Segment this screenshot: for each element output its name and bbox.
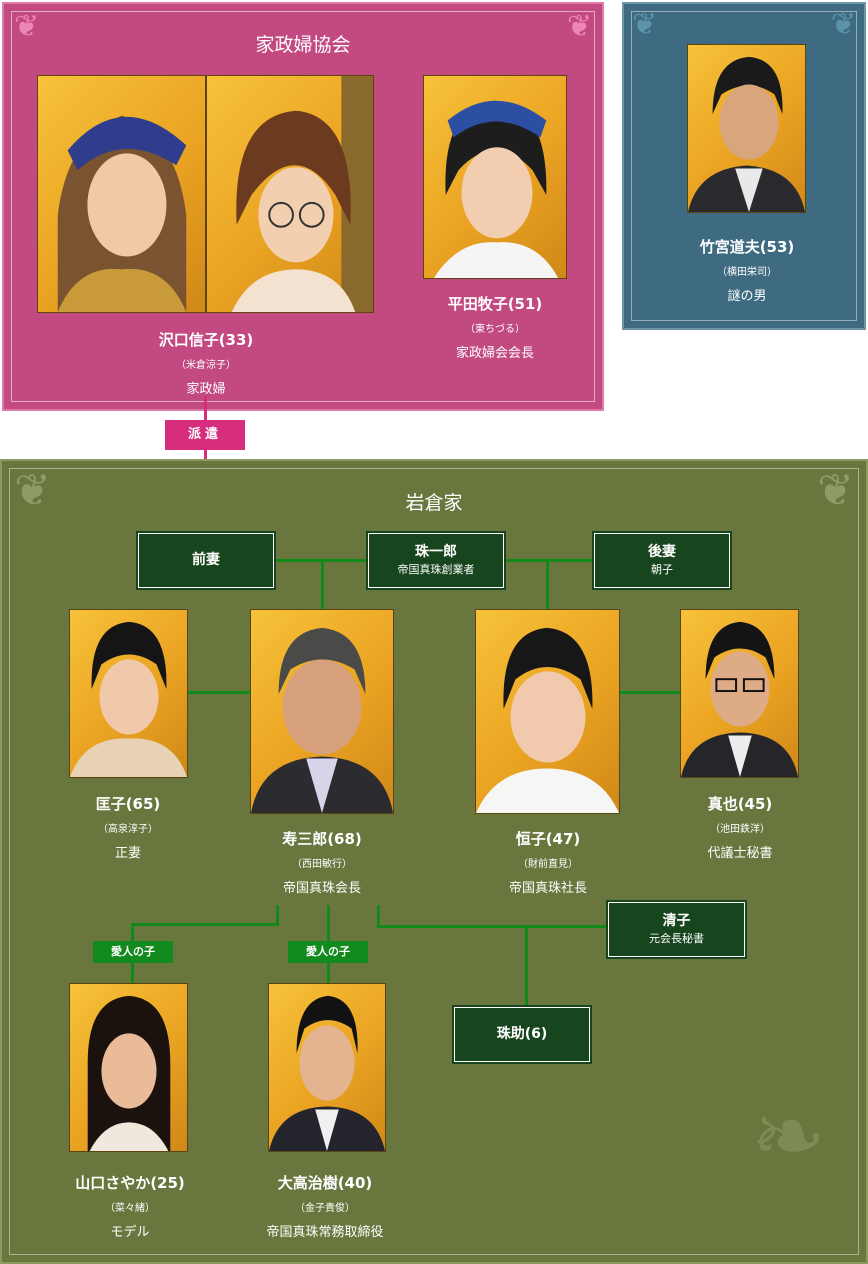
portrait-masako — [69, 609, 188, 778]
connector-line — [276, 905, 279, 925]
caption-michio: 竹宮道夫(53) （横田栄司） 謎の男 — [647, 236, 847, 304]
name-tsuneko: 恒子(47) — [515, 830, 581, 848]
portrait-makiko — [423, 75, 567, 279]
box-second-wife: 後妻 朝子 — [592, 531, 732, 590]
kiyoko-sub: 元会長秘書 — [649, 931, 704, 945]
actor-makiko: （東ちづる） — [465, 324, 525, 335]
actor-shinya: （池田鉄洋） — [710, 824, 770, 835]
role-michio: 謎の男 — [727, 289, 767, 304]
caption-sayaka: 山口さやか(25) （菜々緒） モデル — [30, 1172, 230, 1240]
name-makiko: 平田牧子(51) — [447, 295, 543, 313]
caption-jusaburo: 寿三郎(68) （西田敏行） 帝国真珠会長 — [222, 828, 422, 896]
portrait-michio — [687, 44, 806, 213]
shuichiro-sub: 帝国真珠創業者 — [397, 562, 475, 576]
connector-line — [546, 560, 549, 609]
portrait-nobuko-1 — [37, 75, 206, 313]
role-makiko: 家政婦会会長 — [455, 346, 534, 361]
role-sayaka: モデル — [110, 1225, 150, 1240]
caption-tsuneko: 恒子(47) （財前直見） 帝国真珠社長 — [448, 828, 648, 896]
connector-line — [620, 691, 680, 694]
connector-line — [525, 925, 528, 1007]
portrait-haruki — [268, 983, 386, 1152]
name-michio: 竹宮道夫(53) — [699, 238, 795, 256]
box-former-wife: 前妻 — [136, 531, 276, 590]
role-nobuko: 家政婦 — [186, 382, 226, 397]
portrait-tsuneko — [475, 609, 620, 814]
name-shinya: 真也(45) — [707, 795, 773, 813]
name-sayaka: 山口さやか(25) — [75, 1174, 185, 1192]
flourish-ornament-icon: ❦ — [817, 465, 854, 516]
agency-title: 家政婦協会 — [255, 34, 351, 56]
role-haruki: 帝国真珠常務取締役 — [266, 1225, 384, 1240]
name-haruki: 大高治樹(40) — [277, 1174, 373, 1192]
actor-michio: （横田栄司） — [717, 267, 777, 278]
role-masako: 正妻 — [114, 846, 141, 861]
flourish-ornament-icon: ❦ — [14, 9, 40, 44]
portrait-shinya — [680, 609, 799, 778]
actor-nobuko: （米倉涼子） — [176, 360, 236, 371]
former-wife-label: 前妻 — [192, 552, 220, 569]
name-nobuko: 沢口信子(33) — [158, 331, 254, 349]
connector-line — [321, 560, 324, 609]
connector-line — [188, 691, 250, 694]
connector-line — [131, 923, 279, 926]
shusuke-label: 珠助(6) — [496, 1026, 548, 1043]
flourish-ornament-icon: ❧ — [750, 1084, 826, 1189]
name-masako: 匡子(65) — [95, 795, 161, 813]
shuichiro-label: 珠一郎 — [415, 543, 457, 560]
flourish-ornament-icon: ❦ — [566, 9, 592, 44]
caption-haruki: 大高治樹(40) （金子貴俊） 帝国真珠常務取締役 — [225, 1172, 425, 1240]
actor-masako: （高泉淳子） — [98, 824, 158, 835]
actor-haruki: （金子貴俊） — [295, 1203, 355, 1214]
role-shinya: 代議士秘書 — [707, 846, 773, 861]
name-jusaburo: 寿三郎(68) — [282, 830, 362, 848]
flourish-ornament-icon: ❦ — [14, 465, 51, 516]
actor-tsuneko: （財前直見） — [518, 859, 578, 870]
second-wife-label: 後妻 — [648, 543, 676, 560]
portrait-jusaburo — [250, 609, 394, 814]
tag-mistress-child-2: 愛人の子 — [288, 941, 368, 963]
box-shusuke: 珠助(6) — [452, 1005, 592, 1064]
kiyoko-label: 清子 — [662, 912, 691, 929]
connector-line — [377, 905, 380, 927]
second-wife-sub: 朝子 — [651, 562, 673, 576]
portrait-nobuko-2 — [206, 75, 374, 313]
flourish-ornament-icon: ❦ — [632, 7, 658, 42]
role-tsuneko: 帝国真珠社長 — [508, 881, 587, 896]
caption-shinya: 真也(45) （池田鉄洋） 代議士秘書 — [640, 793, 840, 861]
actor-sayaka: （菜々緒） — [105, 1203, 155, 1214]
flourish-ornament-icon: ❦ — [830, 7, 856, 42]
tag-mistress-child-1: 愛人の子 — [93, 941, 173, 963]
box-kiyoko: 清子 元会長秘書 — [606, 900, 747, 959]
connector-line — [504, 559, 594, 562]
caption-makiko: 平田牧子(51) （東ちづる） 家政婦会会長 — [395, 293, 595, 361]
caption-nobuko: 沢口信子(33) （米倉涼子） 家政婦 — [106, 329, 306, 397]
actor-jusaburo: （西田敏行） — [292, 859, 352, 870]
dispatch-label: 派遣 — [165, 420, 245, 450]
role-jusaburo: 帝国真珠会長 — [282, 881, 361, 896]
family-title: 岩倉家 — [405, 492, 463, 514]
box-shuichiro: 珠一郎 帝国真珠創業者 — [366, 531, 506, 590]
portrait-sayaka — [69, 983, 188, 1152]
caption-masako: 匡子(65) （高泉淳子） 正妻 — [28, 793, 228, 861]
connector-line — [377, 925, 608, 928]
